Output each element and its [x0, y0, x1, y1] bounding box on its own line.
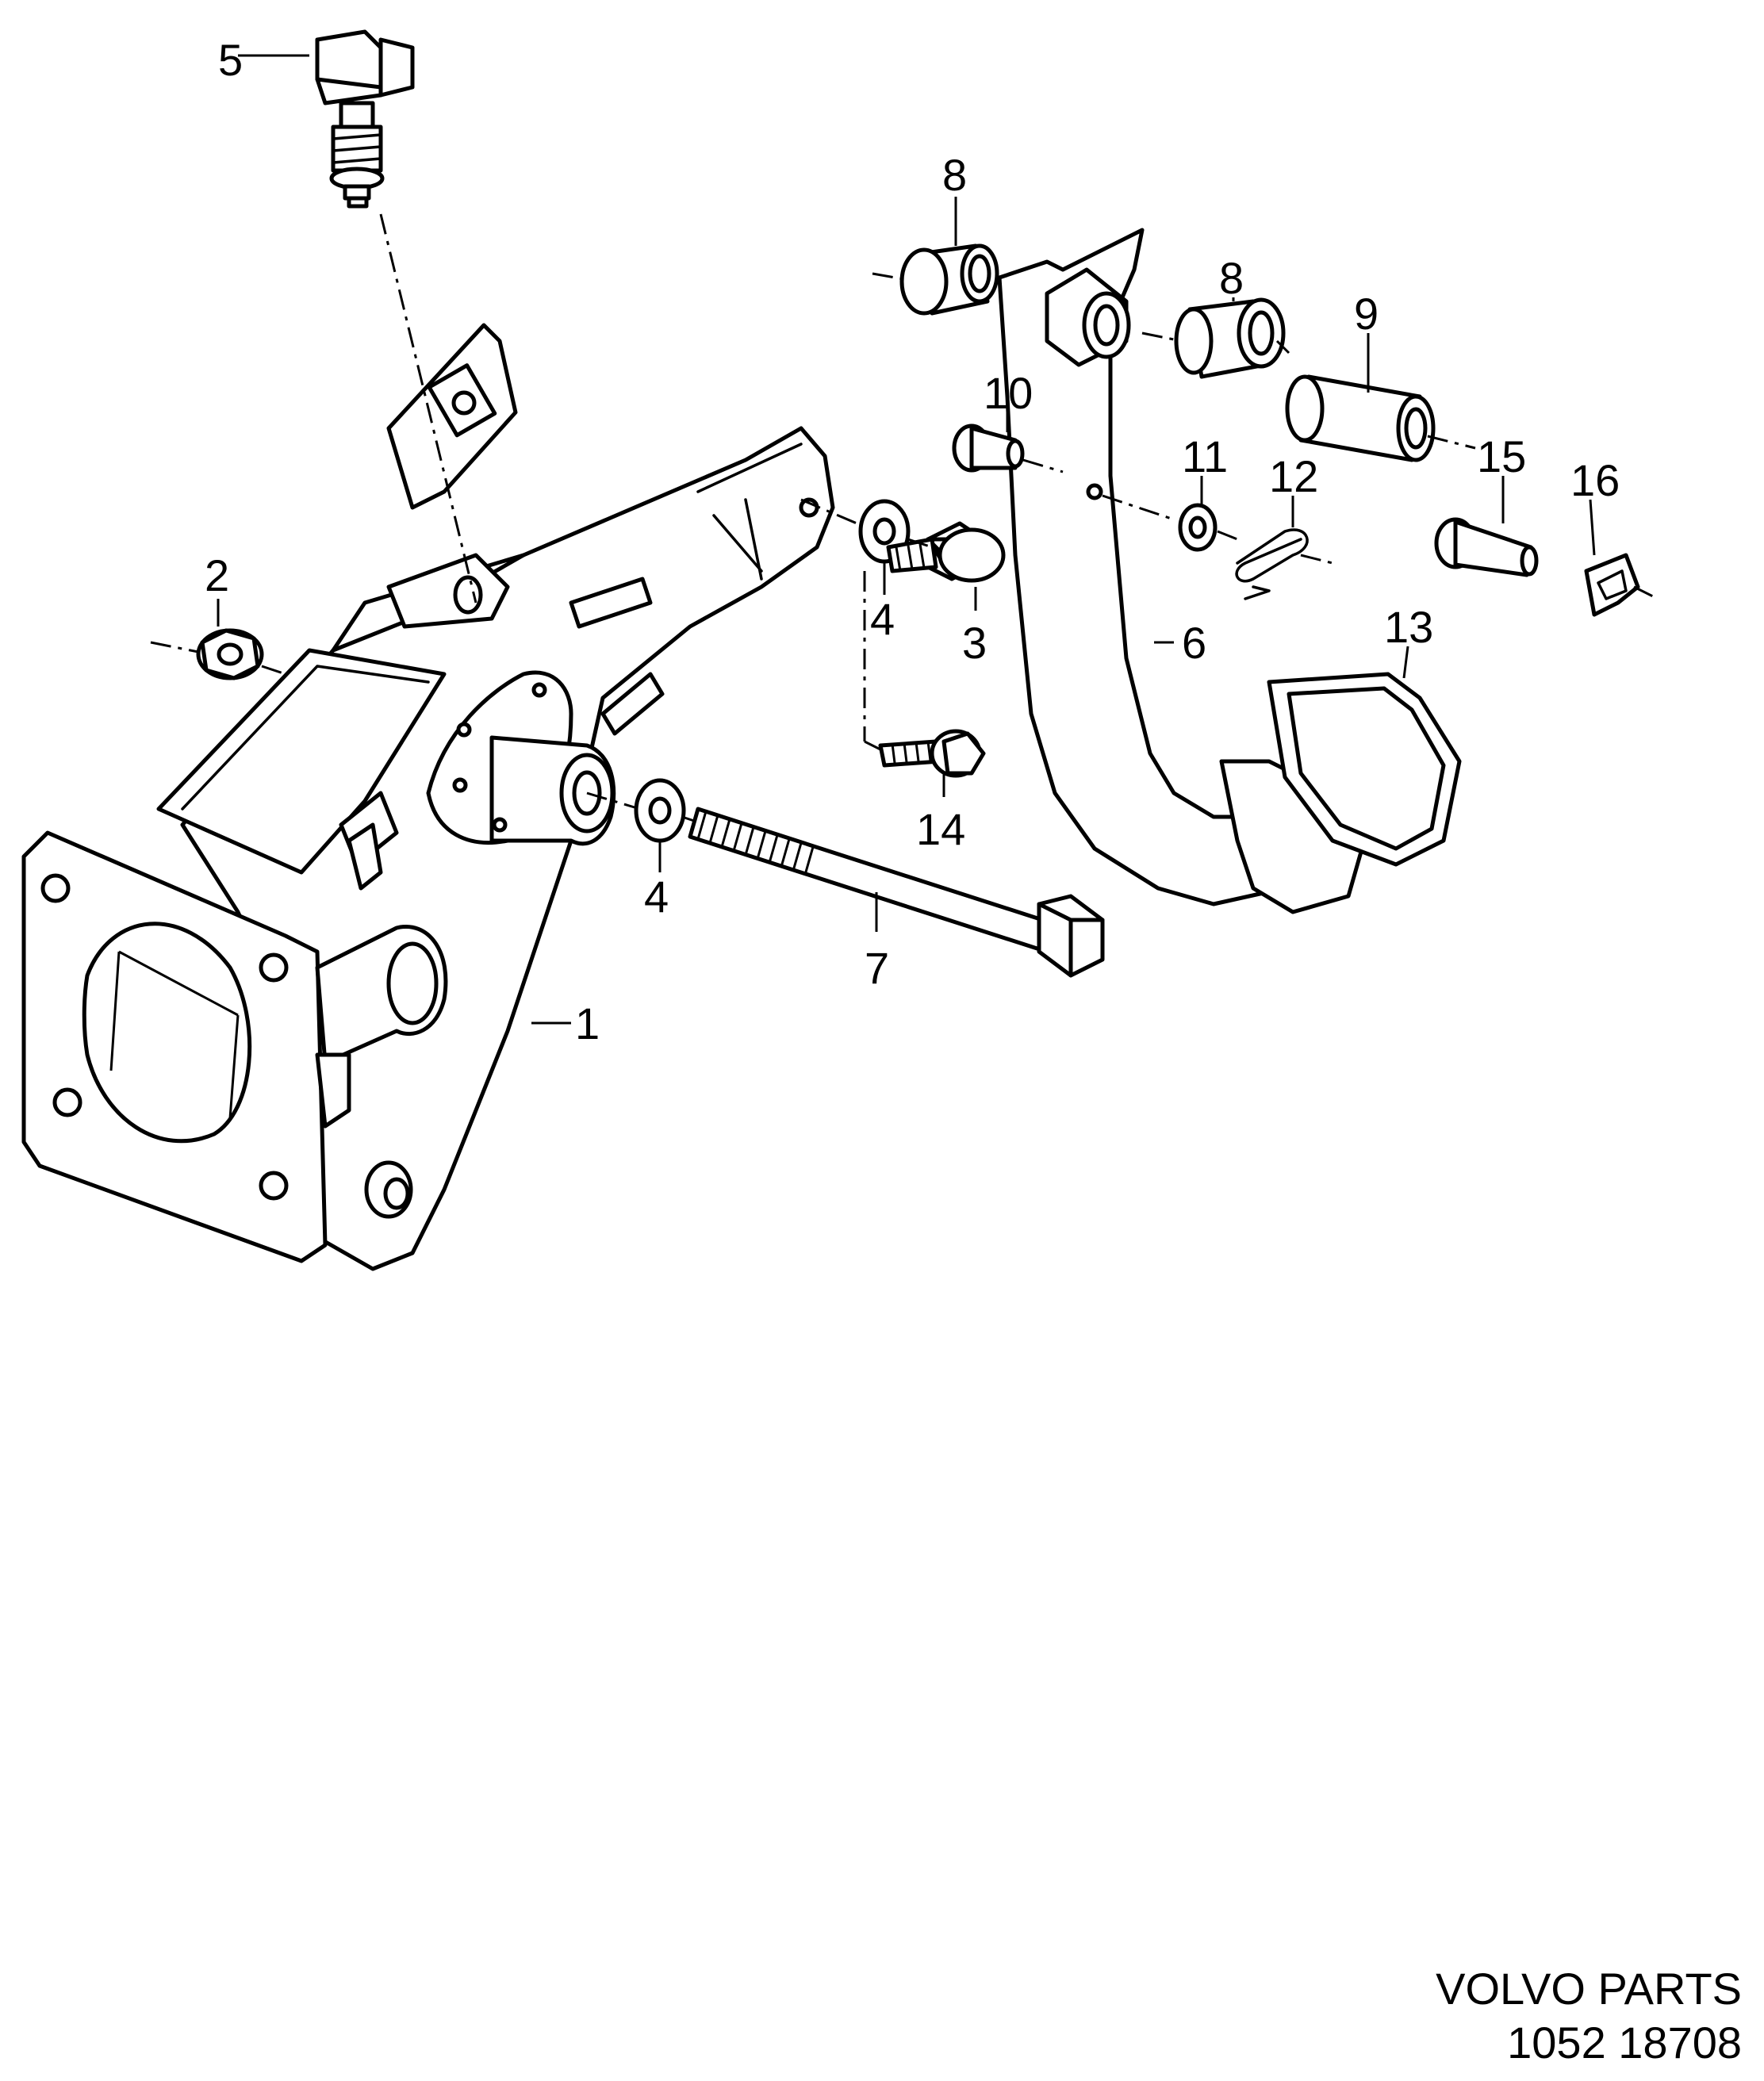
assembly-lines: [150, 213, 1659, 822]
clevis-pin: [952, 423, 1025, 473]
flange-screw-shank: [886, 527, 1006, 583]
pivot-pin: [1434, 517, 1539, 577]
callout-16: 16: [1570, 455, 1620, 505]
sleeve: [1285, 374, 1436, 462]
pedal-bracket: [21, 323, 835, 1271]
callout-15: 15: [1477, 431, 1526, 481]
callout-5: 5: [218, 35, 243, 85]
callout-10: 10: [984, 368, 1033, 418]
callout-12: 12: [1269, 451, 1318, 501]
callout-3: 3: [962, 618, 987, 668]
pedal-arm: [997, 228, 1367, 914]
long-bolt: [688, 807, 1105, 978]
clip-nut: [1584, 553, 1640, 617]
callout-14: 14: [916, 804, 965, 854]
callout-13: 13: [1384, 602, 1433, 652]
callout-6: 6: [1182, 618, 1206, 668]
callout-labels: 5 2 4 3 14 4 7 1 8 8 9 10 11 12 6 13 15 …: [205, 35, 1620, 1048]
washer-lower: [634, 778, 686, 843]
callout-4-lower: 4: [644, 872, 669, 922]
publisher-label: VOLVO PARTS: [1436, 1964, 1742, 2014]
callout-8-right: 8: [1219, 253, 1244, 303]
callout-1: 1: [575, 998, 600, 1048]
bushing-left: [899, 243, 999, 316]
pedal-pad: [1267, 672, 1462, 867]
callout-2: 2: [205, 550, 229, 600]
callout-11: 11: [1182, 431, 1228, 481]
flange-nut: [196, 628, 264, 680]
spring-clip: [1235, 528, 1309, 600]
callout-9: 9: [1354, 289, 1379, 339]
callout-4-upper: 4: [870, 594, 895, 644]
brake-light-switch: [315, 29, 415, 209]
leader-lines: [217, 54, 1596, 1025]
bushing-right: [1174, 297, 1286, 379]
washer-11: [1178, 503, 1218, 552]
diagram-reference-number: 1052 18708: [1507, 2018, 1742, 2068]
screw-14: [878, 729, 986, 778]
callout-7: 7: [865, 943, 889, 993]
callout-8-left: 8: [942, 150, 967, 200]
